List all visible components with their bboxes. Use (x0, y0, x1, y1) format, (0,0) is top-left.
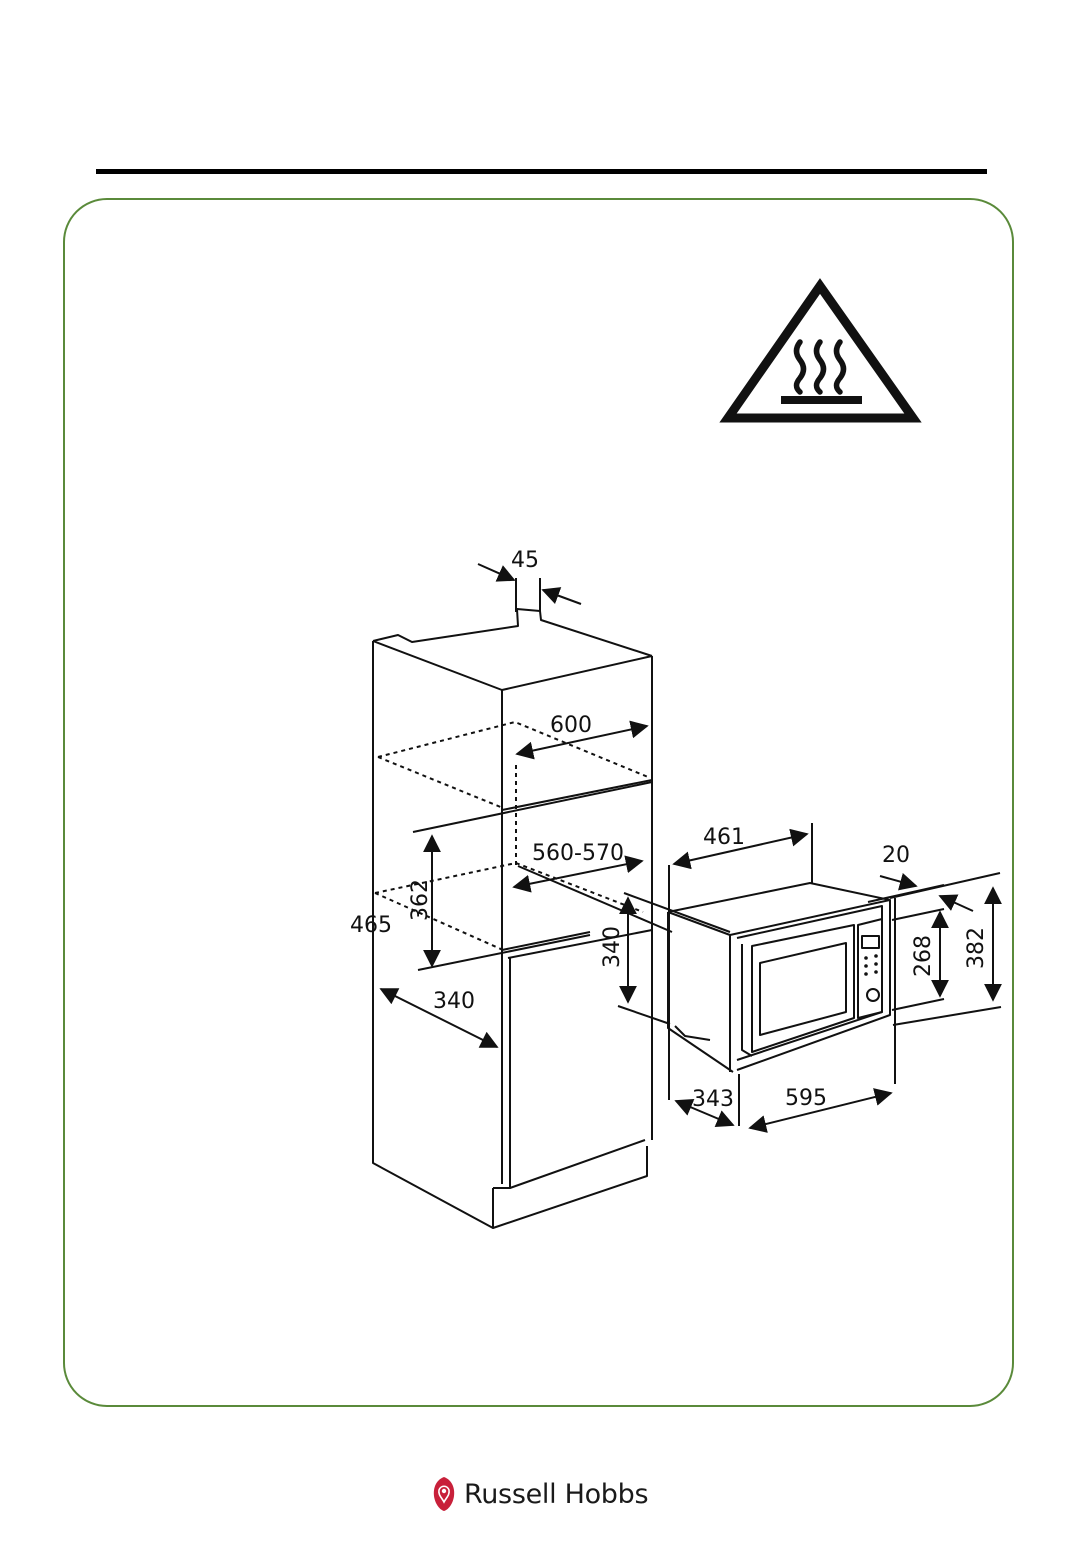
dim-label-560-570: 560-570 (532, 841, 624, 866)
dim-label-600: 600 (550, 713, 592, 738)
dim-label-595: 595 (785, 1086, 827, 1111)
dim-label-362: 362 (408, 879, 433, 921)
dim-label-268: 268 (911, 935, 936, 977)
dim-label-382: 382 (964, 927, 989, 969)
dim-label-461: 461 (703, 825, 745, 850)
dim-label-20: 20 (882, 843, 910, 868)
brand-logo: Russell Hobbs (432, 1472, 648, 1516)
hot-surface-warning-icon (728, 286, 913, 418)
dim-label-340-height: 340 (600, 926, 625, 968)
microwave-drawing (668, 883, 890, 1072)
brand-name: Russell Hobbs (464, 1479, 648, 1510)
dim-label-340-depth: 340 (433, 989, 475, 1014)
russell-hobbs-crest-icon (432, 1476, 456, 1512)
dim-label-343: 343 (692, 1087, 734, 1112)
dim-label-465: 465 (350, 913, 392, 938)
dim-label-45: 45 (511, 548, 539, 573)
